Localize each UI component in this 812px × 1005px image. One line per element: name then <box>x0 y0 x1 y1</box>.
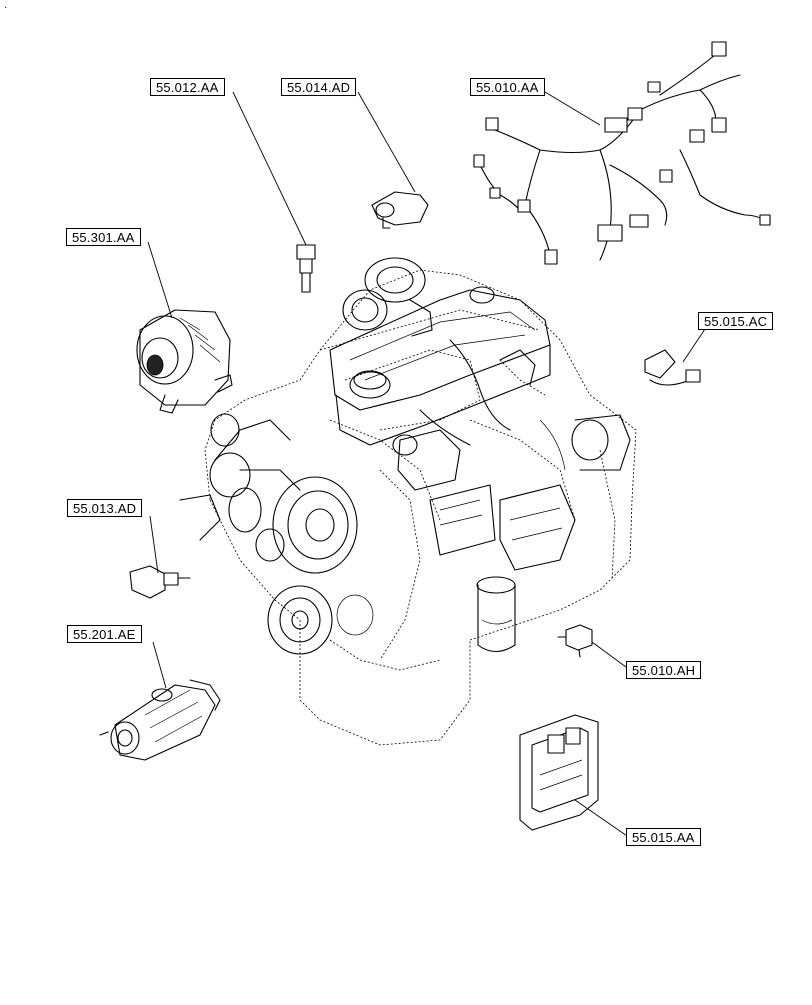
callout-55-201-ae[interactable]: 55.201.AE <box>67 625 142 643</box>
callout-55-010-ah[interactable]: 55.010.AH <box>626 661 702 679</box>
crank-pulley <box>239 469 358 574</box>
corner-mark: · <box>4 2 8 13</box>
turbocharger <box>342 257 433 337</box>
engine-harness-routing <box>419 339 566 471</box>
engine-control-unit <box>519 714 599 831</box>
engine-assembly-outline <box>204 269 637 746</box>
callout-55-012-aa[interactable]: 55.012.AA <box>150 78 225 96</box>
cylinder-head <box>329 289 551 446</box>
callout-55-301-aa[interactable]: 55.301.AA <box>66 228 141 246</box>
starter-motor <box>99 679 221 761</box>
oil-filter <box>476 576 516 653</box>
temperature-sender <box>557 624 593 658</box>
wiring-harness <box>473 41 771 265</box>
callout-55-010-aa[interactable]: 55.010.AA <box>470 78 545 96</box>
fuel-injection-pump <box>499 414 631 571</box>
intake-manifold <box>392 429 496 556</box>
alternator <box>136 309 233 414</box>
callout-55-015-ac[interactable]: 55.015.AC <box>698 312 774 330</box>
flywheel-gear <box>267 585 374 655</box>
callout-55-014-ad[interactable]: 55.014.AD <box>281 78 357 96</box>
camshaft-sensor <box>129 565 191 599</box>
boost-pressure-sensor <box>371 191 429 229</box>
callout-55-013-ad[interactable]: 55.013.AD <box>67 499 143 517</box>
coolant-temp-sensor <box>296 244 316 293</box>
speed-sensor-harness <box>644 349 701 386</box>
belt-drive <box>179 413 291 541</box>
oil-filler-cap <box>349 286 495 399</box>
callout-55-015-aa[interactable]: 55.015.AA <box>626 828 701 846</box>
leader-lines <box>147 91 706 839</box>
